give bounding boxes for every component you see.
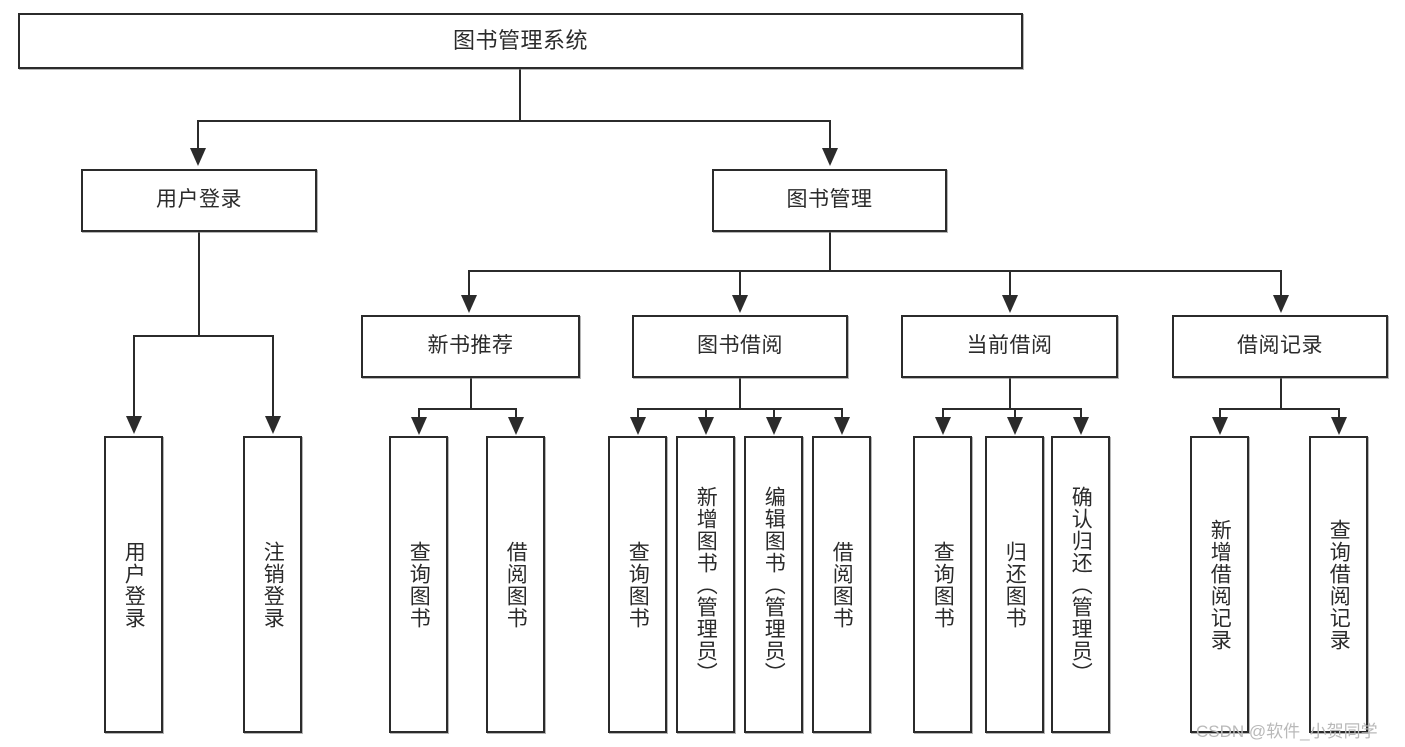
connector-user-login-stem (198, 232, 200, 335)
node-current-borrow[interactable]: 当前借阅 (901, 315, 1118, 378)
csdn-watermark: CSDN @软件_小贺同学 (1196, 722, 1378, 741)
node-leaf-add-book-label: 新增图书（管理员） (694, 485, 718, 684)
arrowhead-borrow-record (1273, 295, 1289, 313)
connector-drop-leaf-return-book (1014, 408, 1016, 419)
arrowhead-leaf-user-login (126, 416, 142, 434)
connector-borrow-record-stem (1280, 378, 1282, 408)
node-current-borrow-label: 当前借阅 (966, 334, 1053, 358)
arrowhead-leaf-query-record (1331, 417, 1347, 435)
connector-root-stem (519, 69, 521, 120)
connector-borrow-record-bus (1219, 408, 1339, 410)
connector-drop-leaf-user-logout (272, 335, 274, 418)
node-book-manage-label: 图书管理 (786, 188, 873, 212)
node-borrow-record[interactable]: 借阅记录 (1172, 315, 1388, 378)
node-leaf-query-book-bb-label: 查询图书 (626, 540, 650, 629)
connector-user-login-bus (133, 335, 272, 337)
connector-drop-current-borrow (1009, 270, 1011, 297)
connector-drop-leaf-borrow-book-rec (515, 408, 517, 419)
connector-drop-leaf-borrow-book-bb (841, 408, 843, 419)
connector-drop-leaf-add-book (705, 408, 707, 419)
arrowhead-leaf-borrow-book-rec (508, 417, 524, 435)
connector-drop-borrow-record (1280, 270, 1282, 297)
connector-drop-leaf-confirm-return (1080, 408, 1082, 419)
arrowhead-leaf-confirm-return (1073, 417, 1089, 435)
connector-drop-user-login (197, 120, 199, 150)
arrowhead-user-login (190, 148, 206, 166)
connector-drop-leaf-query-book-bb (637, 408, 639, 419)
arrowhead-leaf-query-book-rec (411, 417, 427, 435)
node-leaf-confirm-return-label: 确认归还（管理员） (1069, 485, 1093, 684)
node-leaf-query-book-cb[interactable]: 查询图书 (913, 436, 972, 733)
connector-level2-bus (468, 270, 1281, 272)
arrowhead-current-borrow (1002, 295, 1018, 313)
arrowhead-book-borrow (732, 295, 748, 313)
arrowhead-new-book-rec (461, 295, 477, 313)
connector-drop-leaf-user-login (133, 335, 135, 418)
node-leaf-query-book-rec[interactable]: 查询图书 (389, 436, 448, 733)
connector-drop-leaf-add-record (1219, 408, 1221, 419)
node-book-borrow[interactable]: 图书借阅 (632, 315, 848, 378)
connector-book-manage-stem (829, 232, 831, 270)
node-leaf-query-record-label: 查询借阅记录 (1327, 518, 1351, 651)
node-new-book-rec[interactable]: 新书推荐 (361, 315, 580, 378)
node-borrow-record-label: 借阅记录 (1237, 334, 1323, 358)
node-leaf-query-book-rec-label: 查询图书 (407, 540, 431, 629)
arrowhead-leaf-return-book (1007, 417, 1023, 435)
node-leaf-user-login-label: 用户登录 (122, 540, 146, 629)
connector-drop-new-book-rec (468, 270, 470, 297)
node-user-login[interactable]: 用户登录 (81, 169, 317, 232)
connector-drop-book-borrow (739, 270, 741, 297)
node-leaf-add-book[interactable]: 新增图书（管理员） (676, 436, 735, 733)
connector-drop-leaf-edit-book (773, 408, 775, 419)
node-root-label: 图书管理系统 (452, 28, 588, 54)
node-leaf-borrow-book-bb[interactable]: 借阅图书 (812, 436, 871, 733)
node-leaf-query-record[interactable]: 查询借阅记录 (1309, 436, 1368, 733)
arrowhead-leaf-user-logout (265, 416, 281, 434)
connector-drop-book-manage (829, 120, 831, 150)
arrowhead-leaf-query-book-bb (630, 417, 646, 435)
node-leaf-borrow-book-rec-label: 借阅图书 (504, 540, 528, 629)
node-leaf-query-book-cb-label: 查询图书 (931, 540, 955, 629)
arrowhead-leaf-query-book-cb (935, 417, 951, 435)
arrowhead-leaf-add-record (1212, 417, 1228, 435)
node-new-book-rec-label: 新书推荐 (427, 334, 514, 358)
connector-new-book-rec-stem (470, 378, 472, 408)
arrowhead-leaf-add-book (698, 417, 714, 435)
connector-level1-bus (197, 120, 831, 122)
connector-drop-leaf-query-record (1338, 408, 1340, 419)
node-leaf-query-book-bb[interactable]: 查询图书 (608, 436, 667, 733)
node-leaf-add-record[interactable]: 新增借阅记录 (1190, 436, 1249, 733)
node-leaf-borrow-book-rec[interactable]: 借阅图书 (486, 436, 545, 733)
node-user-login-label: 用户登录 (156, 188, 242, 212)
connector-current-borrow-bus (942, 408, 1081, 410)
arrowhead-book-manage (822, 148, 838, 166)
connector-book-borrow-stem (739, 378, 741, 408)
connector-current-borrow-stem (1009, 378, 1011, 408)
node-leaf-edit-book-label: 编辑图书（管理员） (762, 485, 786, 684)
node-leaf-confirm-return[interactable]: 确认归还（管理员） (1051, 436, 1110, 733)
node-leaf-borrow-book-bb-label: 借阅图书 (830, 540, 854, 629)
connector-drop-leaf-query-book-cb (942, 408, 944, 419)
connector-new-book-rec-bus (418, 408, 516, 410)
node-leaf-add-record-label: 新增借阅记录 (1208, 518, 1232, 651)
node-book-manage[interactable]: 图书管理 (712, 169, 947, 232)
connector-drop-leaf-query-book-rec (418, 408, 420, 419)
node-root[interactable]: 图书管理系统 (18, 13, 1023, 69)
arrowhead-leaf-borrow-book-bb (834, 417, 850, 435)
node-leaf-return-book-label: 归还图书 (1003, 540, 1027, 629)
node-leaf-user-login[interactable]: 用户登录 (104, 436, 163, 733)
connector-book-borrow-bus (637, 408, 842, 410)
node-leaf-edit-book[interactable]: 编辑图书（管理员） (744, 436, 803, 733)
node-leaf-return-book[interactable]: 归还图书 (985, 436, 1044, 733)
arrowhead-leaf-edit-book (766, 417, 782, 435)
node-leaf-user-logout-label: 注销登录 (261, 540, 285, 629)
node-book-borrow-label: 图书借阅 (697, 334, 783, 358)
node-leaf-user-logout[interactable]: 注销登录 (243, 436, 302, 733)
